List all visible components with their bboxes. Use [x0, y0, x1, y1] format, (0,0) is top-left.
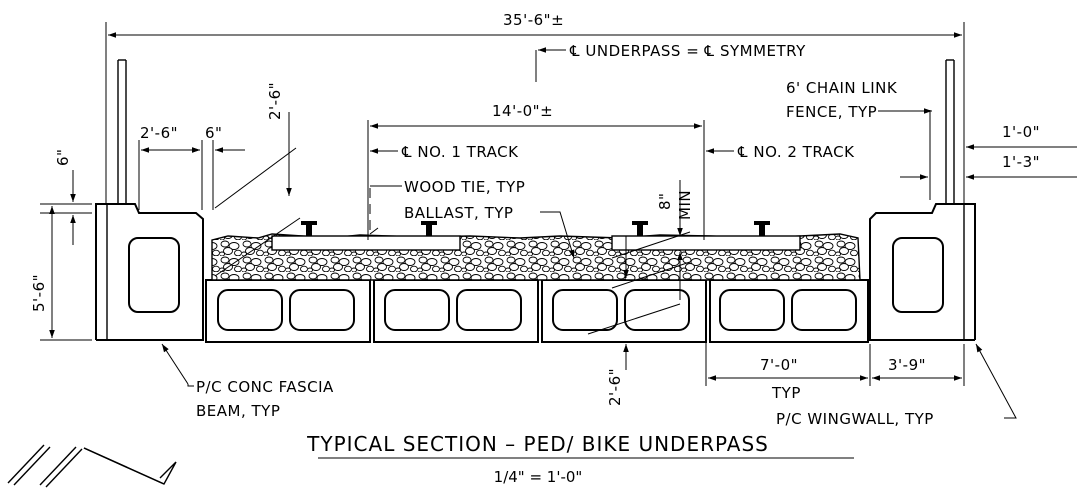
- track-2-tie: [611, 221, 801, 251]
- track-1-label: ℄ NO. 1 TRACK: [401, 143, 519, 161]
- ballast-depth-text: 2'-6": [266, 82, 284, 120]
- fascia-gap-text: 6": [205, 124, 222, 142]
- wingwall-label: P/C WINGWALL, TYP: [776, 410, 934, 428]
- fascia-top-dimensions: [138, 140, 245, 210]
- right-chain-link-fence: [945, 59, 955, 204]
- track-spacing-text: 14'-0"±: [492, 102, 553, 120]
- right-offset-dimensions: [900, 110, 1077, 200]
- ballast-label: BALLAST, TYP: [404, 204, 513, 222]
- rail-icon: [421, 221, 437, 236]
- fascia-top-text: 2'-6": [140, 124, 178, 142]
- underpass-symmetry-label: ℄ UNDERPASS = ℄ SYMMETRY: [569, 42, 806, 60]
- rail-icon: [632, 221, 648, 236]
- right-offset-1-text: 1'-0": [1002, 123, 1040, 141]
- box-width-text: 7'-0": [760, 356, 798, 374]
- rail-icon: [301, 221, 317, 236]
- left-height-dimension: [40, 170, 92, 341]
- fence-label-line-1: 6' CHAIN LINK: [786, 79, 898, 97]
- beam-depth-dimension: [587, 236, 681, 370]
- left-fascia-beam: [95, 203, 204, 341]
- beam-depth-text: 2'-6": [606, 368, 624, 406]
- bottom-dimensions: [705, 286, 965, 386]
- left-height-text: 5'-6": [30, 274, 48, 312]
- min-depth-dimension: [611, 180, 691, 300]
- left-chain-link-fence: [117, 59, 127, 204]
- min-depth-label: MIN: [676, 190, 694, 220]
- fascia-label-line-2: BEAM, TYP: [196, 402, 280, 420]
- track-2-label: ℄ NO. 2 TRACK: [737, 143, 855, 161]
- track-1-tie: [271, 221, 461, 251]
- wood-tie-label: WOOD TIE, TYP: [404, 178, 525, 196]
- section-title: TYPICAL SECTION – PED/ BIKE UNDERPASS: [306, 432, 769, 456]
- wingwall-width-text: 3'-9": [888, 356, 926, 374]
- scale-text: 1/4" = 1'-0": [494, 468, 583, 486]
- rail-icon: [754, 221, 770, 236]
- overall-width-dimension: [105, 22, 965, 204]
- fascia-label-line-1: P/C CONC FASCIA: [196, 378, 334, 396]
- left-top-offset-text: 6": [54, 149, 72, 166]
- min-depth-value: 8": [656, 193, 674, 210]
- overall-width-text: 35'-6"±: [503, 11, 564, 29]
- section-cut-marker-icon: [7, 444, 177, 488]
- box-beams: [205, 279, 869, 343]
- right-offset-2-text: 1'-3": [1002, 153, 1040, 171]
- box-width-typ-text: TYP: [771, 384, 801, 402]
- ballast-depth-dimension: [214, 112, 301, 277]
- fence-label-line-2: FENCE, TYP: [786, 103, 877, 121]
- right-wingwall: [869, 203, 976, 341]
